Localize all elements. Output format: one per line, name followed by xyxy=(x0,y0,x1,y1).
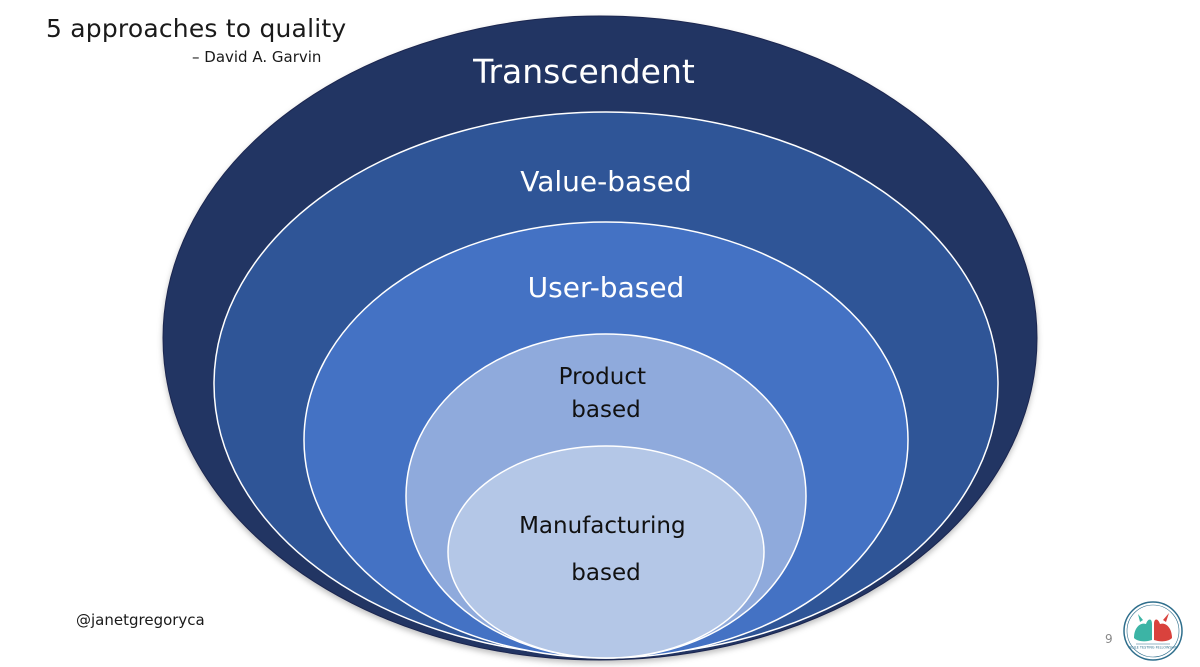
layer-transcendent-label: Transcendent xyxy=(472,52,695,91)
layer-value-based-label: Value-based xyxy=(520,165,692,198)
author-handle: @janetgregoryca xyxy=(76,611,205,629)
agile-testing-fellowship-logo-icon: AGILE TESTING FELLOWSHIP xyxy=(1123,601,1183,661)
layer-product-based-label: Product based xyxy=(559,364,654,423)
logo-inner-ring xyxy=(1126,604,1180,658)
layer-user-based-label-line: User-based xyxy=(528,271,685,304)
layer-transcendent-label-line: Transcendent xyxy=(472,52,695,91)
slide-title: 5 approaches to quality xyxy=(46,14,347,43)
logo-red-figure xyxy=(1154,619,1172,642)
layer-manufacturing-based-ellipse xyxy=(447,445,765,659)
page-number: 9 xyxy=(1105,632,1113,646)
layer-value-based-label-line: Value-based xyxy=(520,165,692,198)
layer-manufacturing-based-label-line: Manufacturing xyxy=(519,513,686,539)
layer-product-based-label-line: based xyxy=(571,397,640,423)
layer-user-based-label: User-based xyxy=(528,271,685,304)
layer-manufacturing-based-label-line: based xyxy=(571,560,640,586)
logo-teal-figure xyxy=(1134,619,1152,642)
logo-red-ear xyxy=(1163,613,1169,622)
logo-ring xyxy=(1123,601,1183,661)
layer-manufacturing-based-label: Manufacturing based xyxy=(519,513,693,586)
layer-product-based-label-line: Product xyxy=(559,364,646,390)
slide-attribution: – David A. Garvin xyxy=(192,48,322,66)
logo-teal-ear xyxy=(1138,614,1143,622)
logo-text: AGILE TESTING FELLOWSHIP xyxy=(1129,646,1177,650)
